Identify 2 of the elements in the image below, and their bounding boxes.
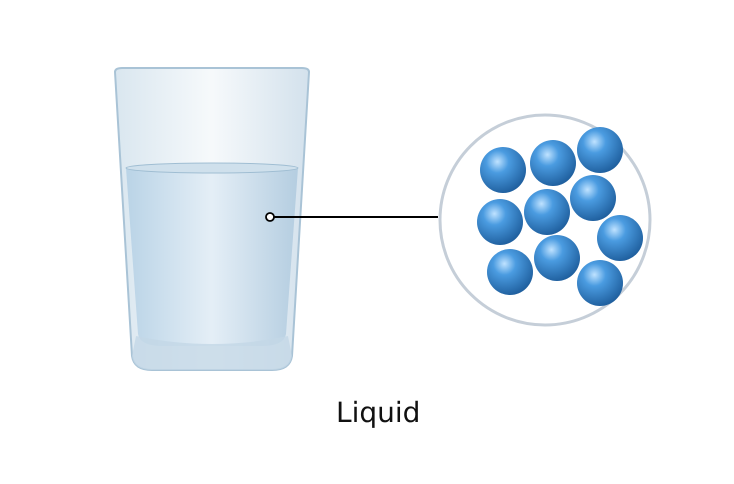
leader-line [265, 212, 438, 222]
caption-text: Liquid [336, 396, 420, 429]
